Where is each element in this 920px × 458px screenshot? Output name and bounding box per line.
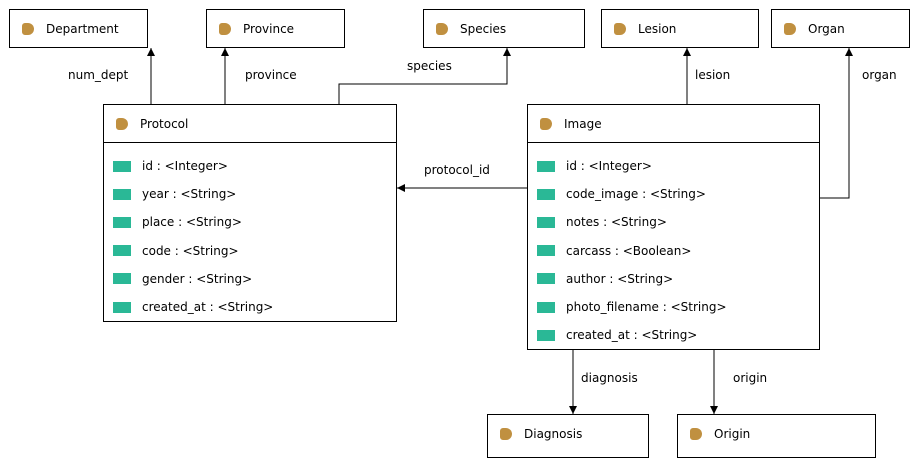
attribute-row[interactable]: code : <String> <box>104 237 396 265</box>
attribute-icon <box>113 160 131 172</box>
entity-header: Image <box>528 105 819 143</box>
relation-label-lesion: lesion <box>695 68 731 82</box>
entity-organ[interactable]: Organ <box>771 9 910 48</box>
attribute-row[interactable]: author : <String> <box>528 265 819 293</box>
entity-icon <box>219 22 231 35</box>
attribute-row[interactable]: id : <Integer> <box>104 152 396 180</box>
relation-label-num-dept: num_dept <box>68 68 129 82</box>
attribute-label: photo_filename : <String> <box>566 300 727 315</box>
entity-icon <box>500 428 512 440</box>
relation-label-species: species <box>407 59 452 73</box>
entity-department[interactable]: Department <box>9 9 148 48</box>
attribute-label: year : <String> <box>142 187 237 202</box>
attribute-row[interactable]: year : <String> <box>104 180 396 208</box>
attribute-label: author : <String> <box>566 271 674 286</box>
attribute-icon <box>537 160 555 172</box>
relation-label-protocol-id: protocol_id <box>424 163 490 177</box>
attribute-label: place : <String> <box>142 215 242 230</box>
attribute-label: created_at : <String> <box>566 328 698 343</box>
attribute-icon <box>113 245 131 257</box>
entity-name: Diagnosis <box>524 427 583 441</box>
edge-species <box>338 48 511 104</box>
attribute-row[interactable]: photo_filename : <String> <box>528 293 819 321</box>
entity-protocol[interactable]: Protocol id : <Integer> year : <String> … <box>103 104 397 322</box>
relation-label-diagnosis: diagnosis <box>581 371 638 385</box>
entity-header: Diagnosis <box>488 415 648 453</box>
attribute-icon <box>537 329 555 341</box>
entity-icon <box>614 22 626 35</box>
entity-lesion[interactable]: Lesion <box>601 9 759 48</box>
entity-name: Image <box>564 116 602 131</box>
attribute-list: id : <Integer> code_image : <String> not… <box>528 143 819 349</box>
entity-header: Lesion <box>602 10 758 47</box>
relation-label-origin: origin <box>733 371 768 385</box>
entity-name: Province <box>243 21 295 36</box>
entity-header: Protocol <box>104 105 396 143</box>
entity-icon <box>690 428 702 440</box>
entity-species[interactable]: Species <box>423 9 585 48</box>
entity-name: Lesion <box>638 21 677 36</box>
attribute-row[interactable]: notes : <String> <box>528 208 819 236</box>
attribute-icon <box>537 301 555 313</box>
entity-origin[interactable]: Origin <box>677 414 876 458</box>
entity-province[interactable]: Province <box>206 9 345 48</box>
attribute-row[interactable]: carcass : <Boolean> <box>528 237 819 265</box>
attribute-label: carcass : <Boolean> <box>566 243 692 258</box>
entity-header: Province <box>207 10 344 47</box>
attribute-icon <box>113 301 131 313</box>
attribute-row[interactable]: created_at : <String> <box>104 293 396 321</box>
entity-header: Origin <box>678 415 875 453</box>
entity-name: Origin <box>714 427 751 441</box>
entity-icon <box>540 117 552 130</box>
entity-name: Protocol <box>140 116 189 131</box>
entity-icon <box>116 117 128 130</box>
attribute-label: id : <Integer> <box>142 159 228 174</box>
relation-label-province: province <box>245 68 297 82</box>
attribute-icon <box>113 188 131 200</box>
attribute-row[interactable]: created_at : <String> <box>528 321 819 349</box>
entity-icon <box>784 22 796 35</box>
entity-name: Species <box>460 21 507 36</box>
entity-image[interactable]: Image id : <Integer> code_image : <Strin… <box>527 104 820 350</box>
attribute-icon <box>113 273 131 285</box>
entity-icon <box>436 22 448 35</box>
entity-header: Organ <box>772 10 909 47</box>
attribute-label: created_at : <String> <box>142 300 274 315</box>
attribute-row[interactable]: gender : <String> <box>104 265 396 293</box>
attribute-label: code_image : <String> <box>566 187 706 202</box>
attribute-icon <box>113 216 131 228</box>
attribute-row[interactable]: place : <String> <box>104 208 396 236</box>
entity-icon <box>22 22 34 35</box>
edge-organ <box>820 48 853 199</box>
attribute-icon <box>537 273 555 285</box>
attribute-label: notes : <String> <box>566 215 667 230</box>
attribute-label: code : <String> <box>142 243 239 258</box>
entity-name: Organ <box>808 21 845 36</box>
attribute-label: id : <Integer> <box>566 159 652 174</box>
relation-label-organ: organ <box>862 68 897 82</box>
attribute-icon <box>537 245 555 257</box>
entity-header: Department <box>10 10 147 47</box>
attribute-row[interactable]: id : <Integer> <box>528 152 819 180</box>
entity-name: Department <box>46 21 119 36</box>
attribute-label: gender : <String> <box>142 271 253 286</box>
attribute-row[interactable]: code_image : <String> <box>528 180 819 208</box>
entity-header: Species <box>424 10 584 47</box>
attribute-list: id : <Integer> year : <String> place : <… <box>104 143 396 321</box>
entity-diagnosis[interactable]: Diagnosis <box>487 414 649 458</box>
attribute-icon <box>537 216 555 228</box>
attribute-icon <box>537 188 555 200</box>
